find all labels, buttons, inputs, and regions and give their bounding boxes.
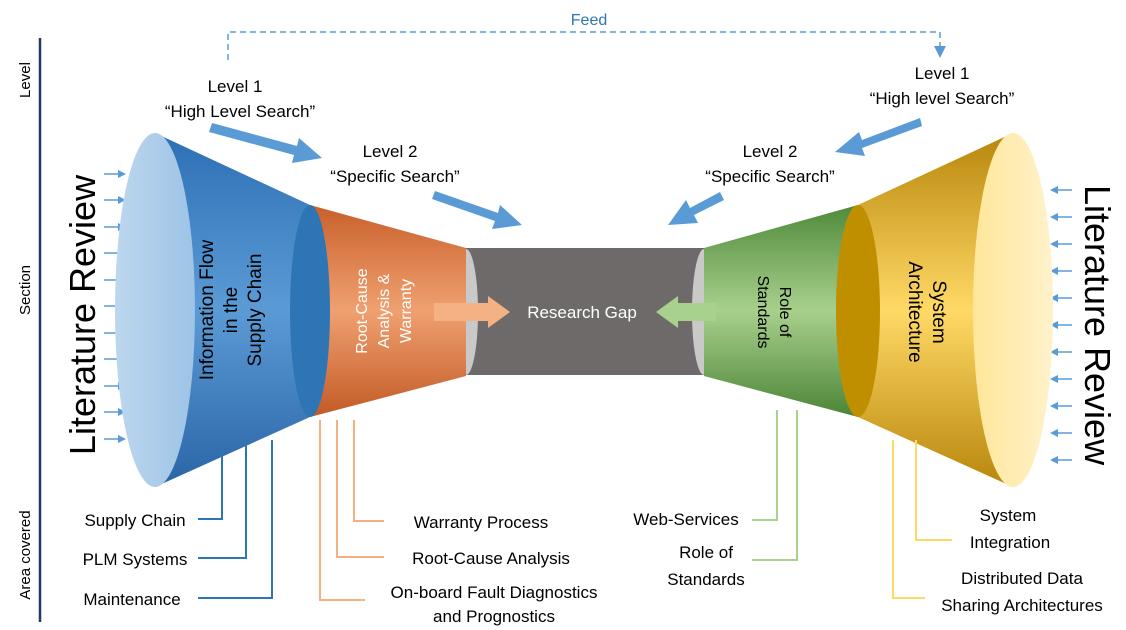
left-level2-line1: Level 2 — [363, 142, 418, 161]
area-maintenance: Maintenance — [83, 590, 180, 609]
area-warranty-process: Warranty Process — [414, 513, 548, 532]
orange-arrow-icon — [434, 296, 510, 328]
bracket-line — [752, 410, 798, 561]
bracket-line — [319, 420, 365, 601]
green-area-brackets — [752, 410, 798, 561]
area-fault-diagnostics-line1: On-board Fault Diagnostics — [391, 583, 598, 602]
system-architecture-cone-text: System Architecture — [904, 261, 949, 362]
cone-text-line: Warranty — [398, 279, 415, 343]
left-level1-line2: “High Level Search” — [165, 102, 316, 121]
area-role-of-standards-line2: Standards — [667, 570, 745, 589]
area-distributed-data-line1: Distributed Data — [961, 569, 1083, 588]
input-arrow-icon — [1050, 294, 1072, 302]
input-arrow-icon — [104, 196, 126, 204]
research-gap-label: Research Gap — [527, 303, 637, 322]
bracket-line — [353, 420, 384, 522]
right-funnel-mouth — [973, 133, 1053, 487]
input-arrow-icon — [1050, 321, 1072, 329]
cone-text-line: Standards — [754, 276, 771, 349]
cone-text-line: Architecture — [904, 261, 925, 362]
yellow-area-brackets — [892, 440, 952, 599]
area-role-of-standards-line1: Role of — [679, 543, 733, 562]
area-web-services: Web-Services — [633, 510, 739, 529]
bracket-line — [198, 440, 223, 520]
input-arrow-icon — [1050, 429, 1072, 437]
supply-chain-cone — [155, 133, 310, 487]
bracket-line — [752, 410, 778, 521]
right-level2-line2: “Specific Search” — [705, 167, 835, 186]
area-system-integration-line1: System — [980, 506, 1037, 525]
bracket-line — [198, 440, 247, 559]
input-arrow-icon — [1050, 375, 1072, 383]
area-root-cause-analysis: Root-Cause Analysis — [412, 549, 570, 568]
yellow-cone-rim — [836, 205, 880, 417]
cone-text-line: Supply Chain — [245, 253, 266, 366]
input-arrow-icon — [1050, 402, 1072, 410]
input-arrow-icon — [1050, 213, 1072, 221]
area-fault-diagnostics-line2: and Prognostics — [433, 607, 555, 626]
right-literature-review-label: Literature Review — [1077, 185, 1118, 466]
blue-cone-rim — [290, 205, 330, 417]
orange-area-brackets — [319, 420, 384, 601]
cone-text-line: System — [928, 280, 949, 343]
bracket-line — [336, 420, 384, 558]
right-level1-line1: Level 1 — [915, 64, 970, 83]
area-supply-chain: Supply Chain — [84, 511, 185, 530]
root-cause-cone — [310, 205, 466, 417]
bracket-line — [915, 440, 952, 541]
area-distributed-data-line2: Sharing Architectures — [941, 596, 1103, 615]
input-arrow-icon — [1050, 186, 1072, 194]
area-plm-systems: PLM Systems — [83, 550, 188, 569]
blue-area-brackets — [198, 440, 273, 599]
cone-text-line: Information Flow — [197, 240, 218, 381]
standards-cone — [704, 205, 858, 417]
input-arrow-icon — [1050, 348, 1072, 356]
input-arrow-icon — [104, 435, 126, 443]
left-funnel-mouth — [115, 133, 195, 487]
input-arrow-icon — [104, 170, 126, 178]
input-arrow-icon — [1050, 456, 1072, 464]
feed-label: Feed — [571, 12, 607, 29]
input-arrow-icon — [1050, 267, 1072, 275]
bracket-line — [892, 440, 925, 599]
axis-level-label: Level — [17, 62, 34, 98]
feed-arrow — [227, 31, 946, 60]
axis-section-label: Section — [17, 265, 34, 315]
cone-text-line: Analysis & — [376, 273, 393, 348]
right-input-arrows — [1050, 186, 1072, 464]
left-level1-line1: Level 1 — [208, 77, 263, 96]
level1-left-arrow-icon — [209, 123, 322, 163]
cone-text-line: Role of — [776, 287, 793, 338]
area-system-integration-line2: Integration — [970, 533, 1050, 552]
level1-right-arrow-icon — [835, 118, 922, 156]
level2-right-arrow-icon — [668, 192, 724, 225]
standards-cone-text: Role of Standards — [754, 276, 793, 349]
cone-text-line: in the — [221, 287, 242, 333]
left-level2-line2: “Specific Search” — [330, 167, 460, 186]
input-arrow-icon — [104, 408, 126, 416]
bracket-line — [198, 440, 273, 599]
supply-chain-cone-text: Information Flow in the Supply Chain — [197, 240, 266, 381]
green-arrow-icon — [656, 296, 716, 328]
system-architecture-cone — [858, 133, 1013, 487]
cone-text-line: Root-Cause — [354, 268, 371, 353]
right-level2-line1: Level 2 — [743, 142, 798, 161]
right-level1-line2: “High level Search” — [870, 89, 1015, 108]
level2-left-arrow-icon — [432, 191, 522, 229]
left-literature-review-label: Literature Review — [62, 174, 103, 455]
axis-area-covered-label: Area covered — [17, 510, 34, 599]
root-cause-cone-text: Root-Cause Analysis & Warranty — [354, 268, 415, 353]
input-arrow-icon — [1050, 240, 1072, 248]
